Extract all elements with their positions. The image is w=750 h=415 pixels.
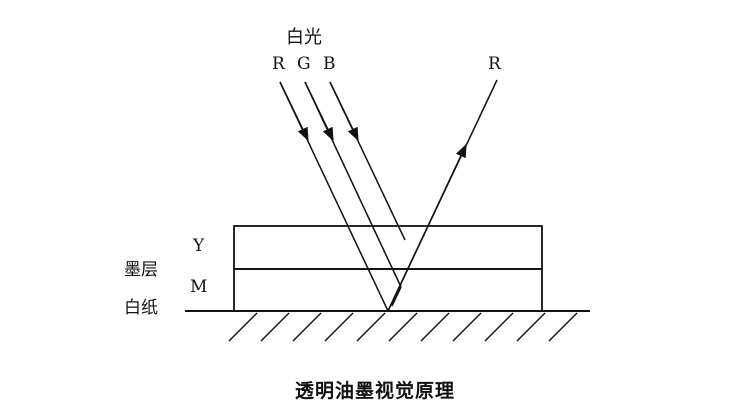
incident-ray-b-label: B xyxy=(323,54,336,74)
ink-layer-group-label: 墨层 xyxy=(124,260,158,280)
incident-ray-g-label: G xyxy=(297,54,311,74)
reflected-ray-r-label: R xyxy=(488,54,501,74)
ink-layer-y xyxy=(233,225,543,270)
incident-ray-g-arrow xyxy=(304,81,334,142)
substrate-label: 白纸 xyxy=(124,298,158,318)
layer-m-label: M xyxy=(190,277,208,297)
diagram-caption: 透明油墨视觉原理 xyxy=(294,380,455,402)
g-ray-kink xyxy=(391,286,402,307)
layer-y-label: Y xyxy=(193,236,205,256)
incident-ray-r-label: R xyxy=(272,54,285,74)
paper-hatching xyxy=(228,312,578,342)
incident-ray-r-arrow xyxy=(279,81,309,142)
reflected-ray-r-arrow xyxy=(387,143,467,312)
light-source-label: 白光 xyxy=(286,27,322,48)
incident-ray-b-arrow xyxy=(329,81,359,142)
ink-layer-m xyxy=(233,268,543,312)
